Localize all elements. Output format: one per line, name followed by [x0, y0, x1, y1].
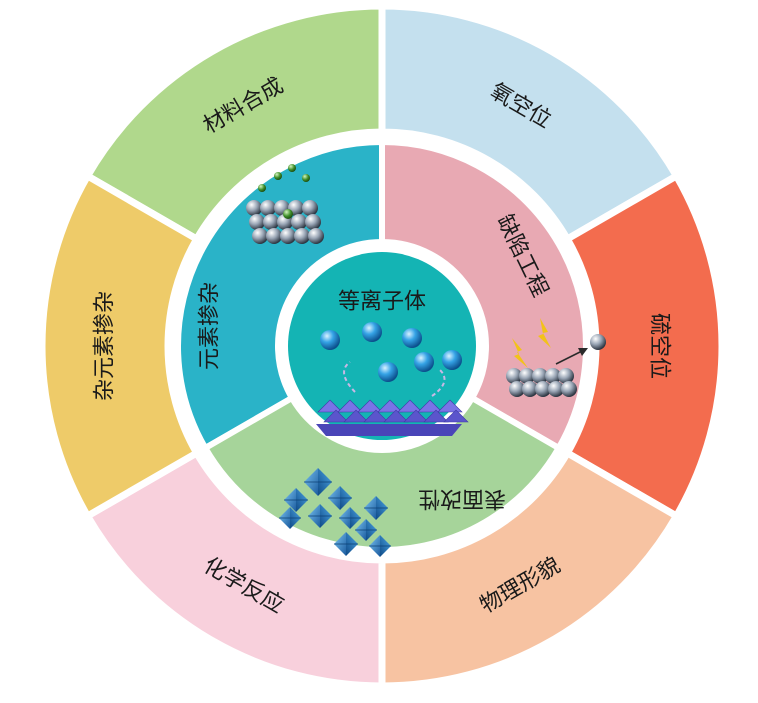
atom: [249, 214, 265, 230]
lattice-pyramid: [417, 399, 443, 413]
octahedron: [279, 507, 301, 529]
center-circle: [288, 252, 476, 440]
plasma-particle: [378, 362, 398, 382]
lattice-pyramid: [377, 399, 403, 413]
atom: [260, 200, 276, 216]
middle-label-doping: 元素掺杂: [198, 282, 223, 370]
atom: [548, 381, 564, 397]
lattice-pyramid: [317, 399, 343, 413]
atom: [509, 381, 525, 397]
lattice-pyramid: [443, 409, 469, 423]
eject-arrow: [555, 349, 585, 365]
atom: [294, 228, 310, 244]
octahedron: [328, 486, 352, 510]
outer-sector-physical-change: [378, 448, 682, 690]
atom: [308, 228, 324, 244]
octahedron: [339, 507, 361, 529]
octahedron: [355, 519, 377, 541]
octahedron: [369, 535, 391, 557]
atom: [266, 228, 282, 244]
eject-arrow-head: [578, 348, 588, 356]
atom: [519, 368, 535, 384]
outer-sector-sulfur-vacancy: [562, 171, 726, 521]
atom: [263, 214, 279, 230]
plasma-particle: [320, 330, 340, 350]
atom: [558, 368, 574, 384]
lattice-pyramid: [323, 409, 349, 423]
outer-label-sulfur-vacancy: 硫空位: [647, 313, 672, 379]
outer-sector-oxygen-vacancy: [378, 2, 682, 244]
octahedron: [284, 488, 308, 512]
plasma-particle: [414, 352, 434, 372]
lattice-pyramid: [383, 409, 409, 423]
outer-sector-synthesis: [82, 2, 386, 244]
atom: [522, 381, 538, 397]
atom: [305, 214, 321, 230]
atom-cluster-defect: [506, 318, 606, 397]
octahedron: [334, 532, 358, 556]
outer-sector-heteroatom-doping: [38, 171, 202, 521]
lightning-icon: [538, 318, 551, 348]
atom: [532, 368, 548, 384]
octahedron: [364, 496, 388, 520]
atom: [545, 368, 561, 384]
dopant-atom: [274, 172, 282, 180]
atom: [561, 381, 577, 397]
dopant-atom: [283, 209, 293, 219]
lattice-pyramid: [357, 399, 383, 413]
atom: [506, 368, 522, 384]
octahedron: [304, 468, 332, 496]
plasma-particle: [402, 328, 422, 348]
octahedra-cluster: [279, 468, 391, 557]
lattice-pyramid: [397, 399, 423, 413]
middle-sector-doping: [175, 138, 385, 453]
center-disc: [288, 252, 476, 440]
atom-cluster-doping: [246, 164, 324, 244]
plasma-particle: [442, 350, 462, 370]
lattice-pyramid: [337, 399, 363, 413]
middle-label-surface: 表面改性: [418, 486, 506, 511]
atom: [291, 214, 307, 230]
flow-arrow: [431, 369, 446, 397]
dopant-atom: [302, 174, 310, 182]
lattice-pyramid: [403, 409, 429, 423]
illustrations-layer: [246, 164, 606, 557]
dopant-atom: [258, 184, 266, 192]
center-label: 等离子体: [338, 290, 426, 315]
lattice-pyramid: [363, 409, 389, 423]
atom: [535, 381, 551, 397]
plasma-particle: [362, 322, 382, 342]
atom: [246, 200, 262, 216]
lattice-base: [316, 424, 462, 436]
outer-sector-chemical-reaction: [82, 448, 386, 690]
vacancy-atom: [590, 334, 606, 350]
lattice-pyramid: [343, 409, 369, 423]
outer-ring: [38, 2, 726, 690]
lattice-pyramid: [437, 399, 463, 413]
outer-label-heteroatom-doping: 杂元素掺杂: [93, 291, 118, 401]
lightning-icon: [512, 338, 528, 368]
octahedron: [308, 504, 332, 528]
atom: [252, 228, 268, 244]
dopant-atom: [288, 164, 296, 172]
lattice-pyramid: [423, 409, 449, 423]
atom: [280, 228, 296, 244]
lattice-surface: [316, 399, 469, 436]
atom: [302, 200, 318, 216]
